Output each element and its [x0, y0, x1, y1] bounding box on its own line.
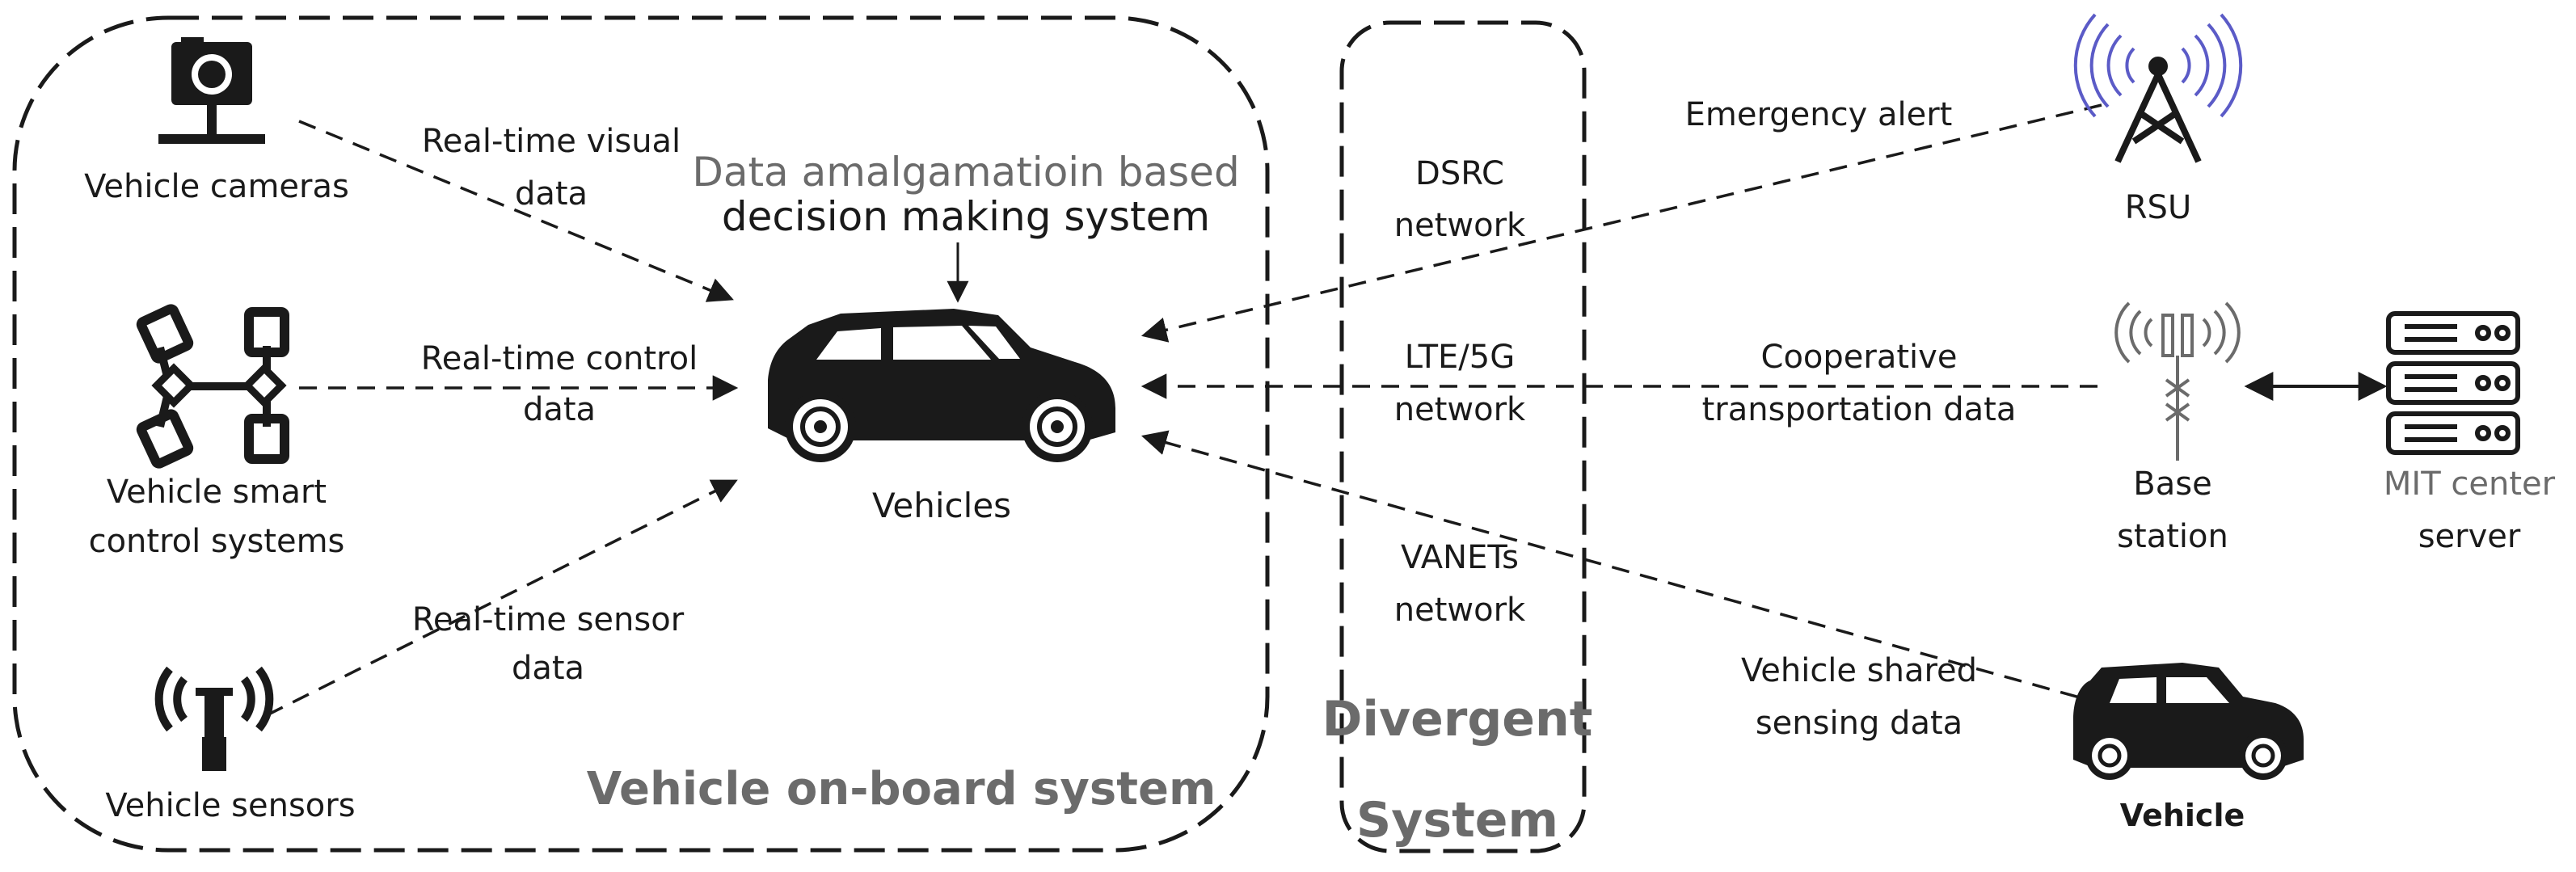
cameras-label: Vehicle cameras — [84, 168, 349, 205]
divergent-system-title-line1: Divergent — [1322, 691, 1593, 748]
vanet-label-line1: VANETs — [1401, 539, 1519, 576]
base-station-icon — [2114, 301, 2241, 461]
onboard-system-boundary — [12, 15, 1270, 853]
rsu-tower-icon — [2073, 13, 2243, 163]
divergent-system-boundary — [1339, 20, 1587, 853]
cooperative-label-line1: Cooperative — [1761, 339, 1958, 376]
sensor-data-arrow — [266, 479, 738, 717]
remote-vehicle-label: Vehicle — [2120, 798, 2245, 833]
cooperative-label-line2: transportation data — [1702, 391, 2017, 428]
emergency-alert-arrow — [1140, 103, 2102, 343]
mit-server-label-line2: server — [2418, 518, 2521, 555]
sensor-flow-label-line2: data — [512, 650, 584, 687]
base-station-label-line1: Base — [2133, 465, 2211, 503]
visual-flow-label-line2: data — [515, 175, 588, 213]
camera-icon — [158, 37, 265, 144]
control-label-line2: control systems — [89, 523, 345, 560]
sensor-flow-label-line1: Real-time sensor — [412, 601, 685, 638]
lte-label-line1: LTE/5G — [1405, 339, 1515, 376]
emergency-alert-label: Emergency alert — [1685, 96, 1953, 133]
shared-sensing-label-line2: sensing data — [1756, 705, 1963, 742]
shared-sensing-arrow — [1140, 430, 2106, 706]
chassis-icon — [136, 304, 289, 469]
center-vehicle-label: Vehicles — [872, 486, 1011, 525]
remote-vehicle-icon — [2073, 663, 2304, 780]
dsrc-label-line2: network — [1394, 207, 1526, 244]
dsrc-label-line1: DSRC — [1415, 155, 1504, 192]
control-flow-label-line1: Real-time control — [421, 340, 698, 377]
onboard-system-title: Vehicle on-board system — [587, 763, 1216, 815]
shared-sensing-label-line1: Vehicle shared — [1741, 652, 1977, 689]
base-station-label-line2: station — [2117, 518, 2228, 555]
decision-system-title-line1: Data amalgamatioin based — [692, 149, 1239, 196]
control-label-line1: Vehicle smart — [107, 474, 327, 511]
divergent-system-title-line2: System — [1356, 792, 1558, 849]
mit-server-label-line1: MIT center — [2384, 465, 2556, 503]
visual-data-arrow — [298, 120, 734, 302]
center-vehicle-icon — [768, 309, 1115, 462]
rsu-label: RSU — [2125, 189, 2191, 226]
control-flow-label-line2: data — [523, 391, 596, 428]
sensor-icon — [154, 666, 274, 771]
sensors-label: Vehicle sensors — [105, 787, 355, 824]
visual-flow-label-line1: Real-time visual — [422, 123, 681, 160]
decision-system-title-line2: decision making system — [722, 193, 1210, 240]
lte-label-line2: network — [1394, 391, 1526, 428]
vanet-label-line2: network — [1394, 592, 1526, 629]
server-icon — [2386, 311, 2520, 455]
